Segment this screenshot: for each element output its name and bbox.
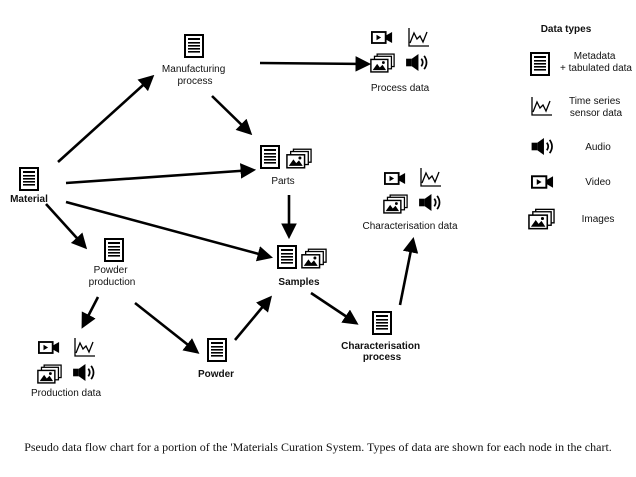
document-icon (530, 52, 550, 76)
speaker-icon (418, 193, 441, 212)
arrow-manufacturing-to-process-data (259, 56, 372, 72)
node-powder: Powder (198, 338, 234, 380)
powder-label: Powder (198, 369, 234, 380)
characterisation-process-label-line1: Characterisation (341, 341, 420, 352)
legend: Data types Metadata + tabulated data Tim… (528, 24, 632, 230)
document-icon (260, 145, 280, 169)
line-chart-icon (531, 96, 553, 116)
speaker-icon (72, 363, 95, 382)
powder-production-label-line2: production (89, 277, 136, 288)
legend-time-series-line1: Time series (569, 96, 620, 107)
video-camera-icon (371, 31, 393, 44)
speaker-icon (530, 137, 553, 156)
arrow-material-to-parts (65, 163, 257, 185)
document-icon (277, 245, 297, 269)
line-chart-icon (408, 27, 430, 47)
document-icon (207, 338, 227, 362)
manufacturing-label-line1: Manufacturing (162, 64, 225, 75)
document-icon (184, 34, 204, 58)
images-icon (383, 194, 408, 214)
svg-text:Characterisation process: Characterisation process (341, 341, 423, 363)
arrow-manufacturing-to-parts (211, 95, 253, 136)
flow-arrows (45, 56, 419, 354)
arrow-material-to-manufacturing (57, 74, 155, 163)
svg-text:Time series sensor data: Time series sensor data (569, 96, 623, 119)
legend-audio: Audio (585, 142, 611, 153)
parts-label: Parts (271, 176, 294, 187)
legend-time-series-line2: sensor data (570, 108, 623, 119)
svg-text:Manufacturing process: Manufacturing process (162, 64, 228, 87)
material-label: Material (10, 194, 48, 205)
svg-text:Powder production: Powder production (89, 265, 136, 288)
images-icon (37, 364, 62, 384)
arrow-material-to-powder-production (45, 203, 88, 250)
process-data-label: Process data (371, 83, 430, 94)
arrow-powder-production-to-powder (134, 301, 200, 354)
images-icon (301, 248, 327, 269)
node-parts: Parts (260, 145, 312, 187)
node-process-data: Process data (370, 27, 430, 94)
images-icon (528, 208, 555, 230)
node-samples: Samples (277, 245, 327, 288)
legend-title: Data types (541, 24, 592, 35)
production-data-label: Production data (31, 388, 101, 399)
speaker-icon (405, 53, 428, 72)
video-camera-icon (384, 172, 406, 185)
video-camera-icon (531, 175, 554, 189)
node-manufacturing-process: Manufacturing process (162, 34, 228, 87)
characterisation-data-label: Characterisation data (362, 221, 457, 232)
svg-text:Metadata + tabulated dat: Metadata + tabulated data (560, 51, 632, 74)
document-icon (372, 311, 392, 335)
powder-production-label-line1: Powder (94, 265, 129, 276)
arrow-material-to-samples (65, 200, 274, 262)
legend-metadata-line1: Metadata (574, 51, 616, 62)
arrow-characterisation-process-to-data (398, 236, 419, 306)
manufacturing-label-line2: process (177, 76, 212, 87)
characterisation-process-label-line2: process (363, 352, 402, 363)
node-material: Material (10, 167, 48, 205)
images-icon (370, 53, 395, 73)
figure-caption: Pseudo data flow chart for a portion of … (24, 440, 612, 454)
arrow-samples-to-characterisation-process (310, 291, 359, 325)
arrow-powder-production-to-production-data (81, 296, 100, 329)
legend-metadata-line2: + tabulated data (560, 63, 632, 74)
node-characterisation-data: Characterisation data (362, 167, 458, 232)
document-icon (19, 167, 39, 191)
legend-images: Images (582, 214, 615, 225)
node-production-data: Production data (31, 337, 101, 399)
data-flow-diagram: Manufacturing process Process data Mater… (10, 24, 632, 399)
arrow-powder-to-samples (234, 295, 272, 341)
video-camera-icon (38, 341, 60, 354)
legend-video: Video (585, 177, 611, 188)
line-chart-icon (420, 167, 442, 187)
document-icon (104, 238, 124, 262)
samples-label: Samples (278, 277, 320, 288)
node-characterisation-process: Characterisation process (341, 311, 423, 363)
line-chart-icon (74, 337, 96, 357)
node-powder-production: Powder production (89, 238, 136, 288)
images-icon (286, 148, 312, 169)
